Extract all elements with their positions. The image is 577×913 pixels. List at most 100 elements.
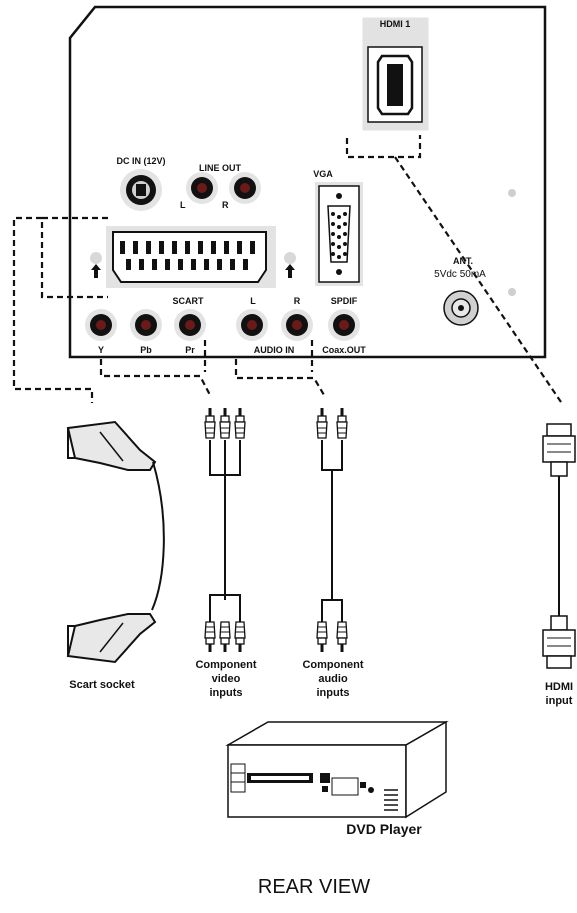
scart-label: SCART (173, 296, 205, 306)
scart-pin (185, 241, 190, 252)
vga-pin (331, 252, 335, 256)
component-video-jacks: Y Pb Pr (85, 309, 206, 355)
vga-port: VGA (313, 169, 363, 286)
component-video-cable: Component video inputs (195, 408, 257, 699)
hdmi-input-caption-1: HDMI (545, 681, 573, 693)
scart-pin (243, 259, 248, 270)
scart-pin (217, 259, 222, 270)
line-out-ports: LINE OUT L R (180, 163, 261, 210)
pr-label: Pr (185, 345, 195, 355)
component-video-caption-3: inputs (210, 687, 243, 699)
rca-plug (219, 408, 231, 439)
scart-dashed-line (12, 216, 94, 403)
rca-plug (316, 408, 328, 439)
scart-pin (172, 252, 177, 254)
component-audio-caption-3: inputs (317, 687, 350, 699)
rca-plug (316, 621, 328, 652)
vga-pin (337, 215, 341, 219)
audio-in-jacks: L R AUDIO IN (236, 296, 313, 355)
vga-pin (337, 245, 341, 249)
scart-pin (224, 241, 229, 252)
line-out-label: LINE OUT (199, 163, 242, 173)
scart-pin (133, 252, 138, 254)
rca-plug (336, 408, 348, 439)
component-video-caption-1: Component (195, 659, 256, 671)
component-video-caption-2: video (212, 673, 241, 685)
connection-guides (12, 135, 564, 406)
rca-plug (234, 621, 246, 652)
scart-pin (146, 252, 151, 254)
y-label: Y (98, 345, 104, 355)
dvd-player: DVD Player (225, 720, 449, 837)
scart-pin (185, 252, 190, 254)
scart-bracket (40, 216, 108, 299)
panel-screw-dot (508, 288, 516, 296)
vga-label: VGA (313, 169, 333, 179)
hdmi-port: HDMI 1 (362, 17, 429, 131)
rear-view-title: REAR VIEW (258, 876, 370, 898)
hdmi-input-caption-2: input (546, 695, 573, 707)
scart-pin (146, 241, 151, 252)
dc-in-label: DC IN (12V) (116, 156, 165, 166)
audio-r-label: R (294, 296, 301, 306)
vga-pin (343, 212, 347, 216)
pb-label: Pb (140, 345, 152, 355)
component-audio-cable: Component audio inputs (302, 408, 364, 699)
tv-rear-panel: HDMI 1 DC IN (12V) LINE OUT L R VGA (68, 5, 547, 359)
ant-label: ANT. (453, 256, 473, 266)
panel-screw-dot (508, 189, 516, 197)
spdif-label: SPDIF (331, 296, 358, 306)
dc-in-port: DC IN (12V) (116, 156, 166, 211)
line-out-l-label: L (180, 200, 186, 210)
scart-pin (152, 259, 157, 270)
scart-pin (139, 259, 144, 270)
rca-plug (336, 621, 348, 652)
scart-pin (120, 252, 125, 254)
line-out-r-label: R (222, 200, 229, 210)
vga-pin (337, 225, 341, 229)
rca-plug (219, 621, 231, 652)
scart-pin (230, 259, 235, 270)
dvd-player-caption: DVD Player (346, 821, 422, 837)
scart-pin (250, 252, 255, 254)
component-audio-caption-1: Component (302, 659, 363, 671)
vga-pin (343, 242, 347, 246)
scart-pin (178, 259, 183, 270)
hdmi-bracket (345, 135, 422, 159)
vga-pin (331, 242, 335, 246)
scart-socket-caption: Scart socket (69, 679, 135, 691)
vga-pin (337, 255, 341, 259)
scart-pin (172, 241, 177, 252)
hdmi1-label: HDMI 1 (380, 19, 411, 29)
rca-plug (234, 408, 246, 439)
vga-pin (337, 235, 341, 239)
component-audio-caption-2: audio (318, 673, 348, 685)
scart-pin (133, 241, 138, 252)
scart-pin (159, 241, 164, 252)
scart-port: SCART (90, 226, 296, 306)
audio-l-label: L (250, 296, 256, 306)
vga-pin (343, 252, 347, 256)
antenna-port: ANT. 5Vdc 50mA (434, 256, 486, 326)
audio-dashed-line (234, 359, 325, 396)
hdmi-cable: HDMI input (542, 423, 576, 707)
audio-in-label: AUDIO IN (254, 345, 295, 355)
scart-pin (211, 241, 216, 252)
ant-spec-label: 5Vdc 50mA (434, 269, 486, 280)
rca-plug (204, 408, 216, 439)
scart-pin (224, 252, 229, 254)
vga-pin (331, 232, 335, 236)
vga-pin (343, 222, 347, 226)
scart-pin (191, 259, 196, 270)
scart-pin (250, 241, 255, 252)
vga-pin (331, 222, 335, 226)
scart-pin (165, 259, 170, 270)
scart-pin (159, 252, 164, 254)
rca-plug (204, 621, 216, 652)
scart-pin (126, 259, 131, 270)
scart-pin (198, 241, 203, 252)
scart-pin (237, 241, 242, 252)
scart-cable: Scart socket (66, 420, 165, 691)
